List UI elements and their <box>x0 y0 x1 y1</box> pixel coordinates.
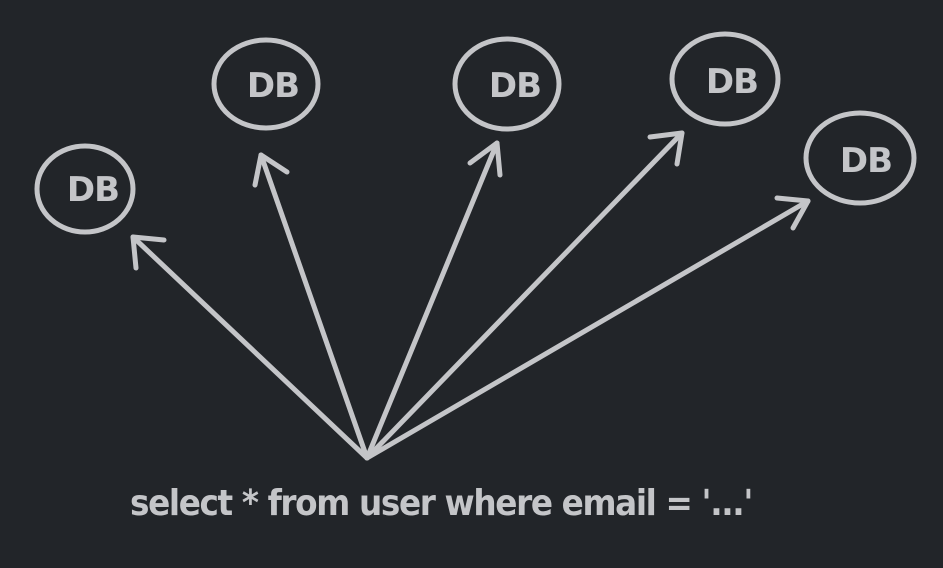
db-node-4: DB <box>669 31 781 127</box>
arrow-to-db-4 <box>364 130 685 461</box>
db-circle <box>211 37 321 131</box>
db-node-2: DB <box>211 37 321 131</box>
db-circle <box>669 31 781 127</box>
db-circle <box>34 143 136 235</box>
arrow-to-db-1 <box>130 234 370 461</box>
arrow-head <box>252 152 290 188</box>
arrow-to-db-2 <box>252 152 370 461</box>
arrow-head <box>774 195 811 231</box>
db-circle <box>803 110 917 206</box>
db-circle <box>452 36 562 132</box>
db-label: DB <box>706 62 758 102</box>
arrow-to-db-5 <box>364 195 811 461</box>
arrow-head <box>130 234 167 271</box>
arrow-shaft <box>130 234 370 461</box>
db-label: DB <box>247 66 299 106</box>
arrow-shaft <box>258 152 370 461</box>
db-label: DB <box>67 170 119 210</box>
query-text: select * from user where email = '...' <box>130 483 752 524</box>
arrow-to-db-3 <box>364 140 503 461</box>
arrow-shaft <box>364 130 685 461</box>
db-node-5: DB <box>803 110 917 206</box>
arrows <box>130 130 811 461</box>
db-label: DB <box>489 66 541 106</box>
db-label: DB <box>840 141 892 181</box>
arrow-head <box>467 140 503 178</box>
arrow-shaft <box>364 140 500 461</box>
arrow-head <box>647 130 685 167</box>
db-node-3: DB <box>452 36 562 132</box>
arrow-shaft <box>364 198 811 461</box>
db-node-1: DB <box>34 143 136 235</box>
